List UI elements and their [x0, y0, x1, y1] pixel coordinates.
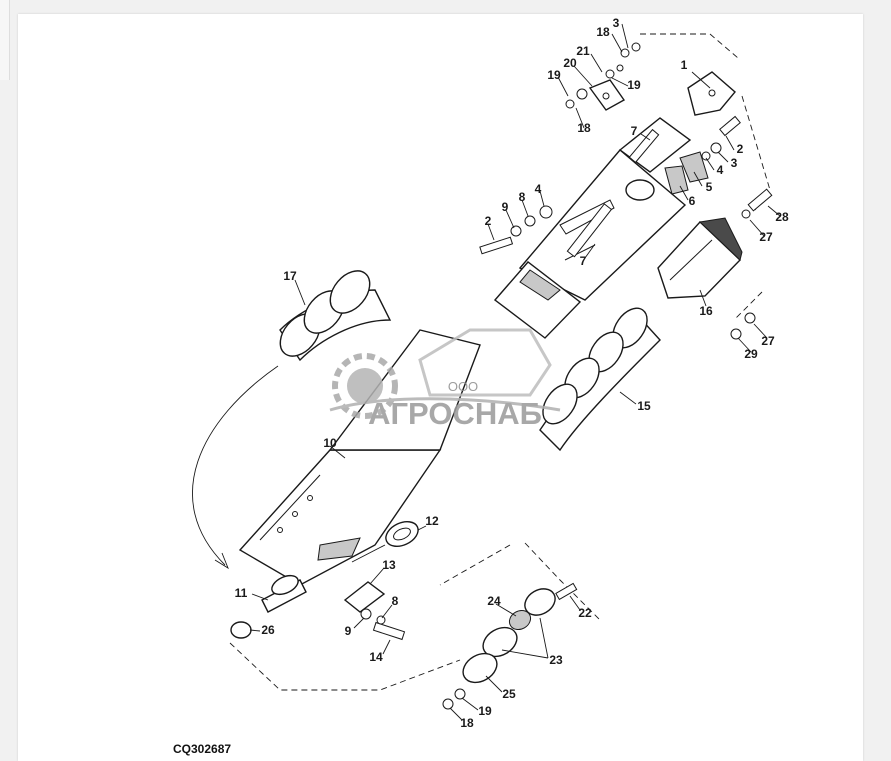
hardware-bolt-14	[360, 608, 406, 641]
strip-7-upper	[628, 128, 660, 164]
cover-16	[657, 217, 743, 299]
callout-28: 28	[775, 210, 789, 224]
hardware-cover	[730, 188, 773, 340]
wedge-5	[679, 151, 709, 183]
callout-15: 15	[637, 399, 651, 413]
callout-11: 11	[235, 586, 248, 600]
leader-lines	[249, 23, 781, 721]
callouts: 1 2 2 3 3 4 4 5 6 7 7 8 8 9 9 10 11 12 1…	[235, 16, 789, 730]
callout-9-upper: 9	[502, 200, 509, 214]
browser-left-strip	[0, 0, 10, 80]
callout-9-lower: 9	[345, 624, 352, 638]
bearing-stack	[442, 582, 578, 710]
shaft-11	[261, 574, 307, 613]
assembly-arrow	[192, 365, 279, 566]
boundary-lower	[229, 542, 601, 691]
watermark-line2: АГРОСНАБ	[368, 396, 542, 431]
callout-19-right: 19	[627, 78, 641, 92]
callout-4-right: 4	[717, 163, 724, 177]
plate-13	[343, 581, 386, 613]
callout-24: 24	[487, 594, 501, 608]
callout-21: 21	[576, 44, 590, 58]
callout-2-right: 2	[737, 142, 744, 156]
wedge-6	[664, 165, 689, 195]
direction-arrow	[351, 544, 386, 563]
lower-tube-10	[238, 329, 481, 586]
callout-17: 17	[283, 269, 297, 283]
callout-5: 5	[706, 180, 713, 194]
hardware-left-upper	[479, 205, 553, 255]
callout-7-top: 7	[631, 124, 638, 138]
callout-3-right: 3	[731, 156, 738, 170]
hardware-top	[565, 42, 741, 161]
callout-12: 12	[425, 514, 439, 528]
watermark-line1: ООО	[448, 379, 478, 394]
auger-flighting-15	[539, 307, 661, 452]
auger-flighting-17	[279, 270, 392, 362]
callout-27-lower: 27	[761, 334, 775, 348]
callout-26: 26	[261, 623, 275, 637]
callout-10: 10	[323, 436, 337, 450]
callout-8-lower: 8	[392, 594, 399, 608]
drawing-id-label: CQ302687	[173, 742, 232, 756]
washer-26	[230, 621, 252, 639]
callout-16: 16	[699, 304, 713, 318]
callout-23: 23	[549, 653, 563, 667]
callout-4-left: 4	[535, 182, 542, 196]
callout-25: 25	[502, 687, 516, 701]
callout-3-top: 3	[613, 16, 620, 30]
callout-20: 20	[563, 56, 577, 70]
callout-8-upper: 8	[519, 190, 526, 204]
callout-18-mid: 18	[577, 121, 591, 135]
assembly-arrow-head	[214, 552, 229, 570]
strip-7-lower	[566, 203, 613, 258]
callout-18-top: 18	[596, 25, 610, 39]
callout-7-bottom: 7	[580, 254, 587, 268]
callout-6: 6	[689, 194, 696, 208]
callout-22: 22	[578, 606, 592, 620]
callout-1: 1	[681, 58, 688, 72]
callout-29: 29	[744, 347, 758, 361]
callout-18-bottom: 18	[460, 716, 474, 730]
callout-19-left: 19	[547, 68, 561, 82]
boundary-lower-2	[439, 544, 511, 586]
callout-27-upper: 27	[759, 230, 773, 244]
callout-14: 14	[369, 650, 383, 664]
callout-13: 13	[382, 558, 396, 572]
callout-19-bottom: 19	[478, 704, 492, 718]
callout-2-left: 2	[485, 214, 492, 228]
watermark-logo: ООО АГРОСНАБ	[329, 328, 561, 431]
